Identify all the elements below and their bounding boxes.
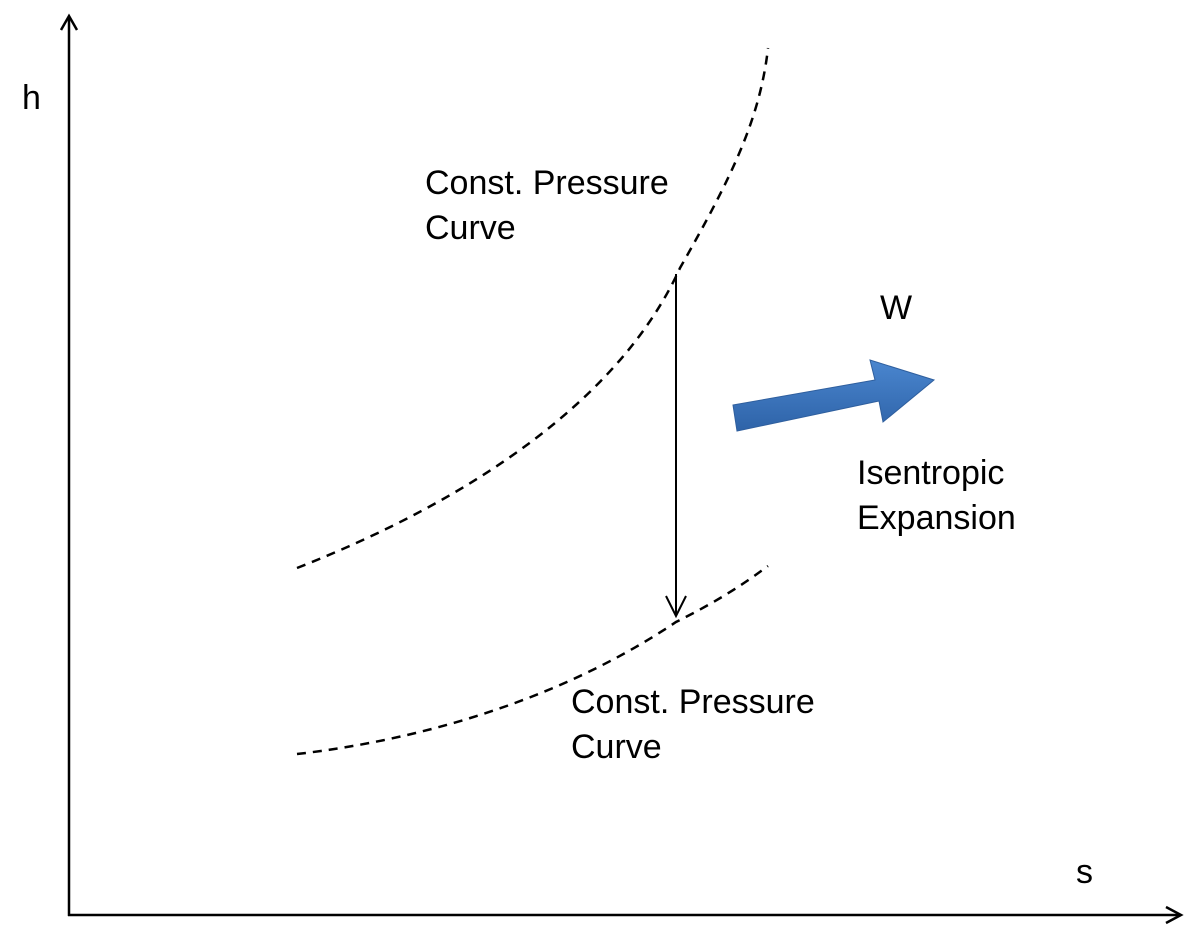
upper-curve-label: Const. Pressure Curve bbox=[425, 161, 669, 251]
isentropic-expansion-label-line1: Isentropic bbox=[857, 454, 1005, 492]
x-axis-label: s bbox=[1076, 853, 1093, 891]
isentropic-expansion-label-line2: Expansion bbox=[857, 499, 1016, 537]
isentropic-expansion-label: Isentropic Expansion bbox=[857, 451, 1016, 541]
lower-constant-pressure-curve bbox=[296, 564, 769, 756]
upper-constant-pressure-curve bbox=[296, 47, 770, 570]
lower-curve-label-line1: Const. Pressure bbox=[571, 683, 815, 721]
lower-curve-label-line2: Curve bbox=[571, 728, 662, 766]
y-axis-arrowhead bbox=[59, 13, 79, 31]
work-label: W bbox=[880, 289, 913, 327]
x-axis-arrowhead bbox=[1165, 905, 1184, 925]
upper-curve-label-line1: Const. Pressure bbox=[425, 164, 669, 202]
work-arrow-icon bbox=[732, 359, 936, 432]
isentropic-expansion-arrowhead bbox=[665, 595, 687, 619]
upper-curve-label-line2: Curve bbox=[425, 209, 516, 247]
y-axis-label: h bbox=[22, 79, 41, 117]
lower-curve-label: Const. Pressure Curve bbox=[571, 680, 815, 770]
